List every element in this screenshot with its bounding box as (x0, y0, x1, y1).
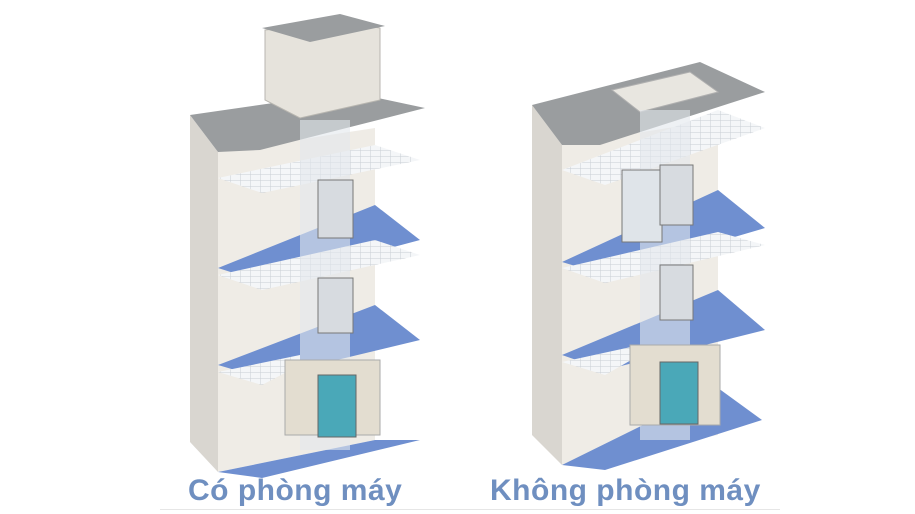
elevator-door (659, 164, 694, 226)
left-side-wall (532, 105, 562, 465)
elevator-door (317, 277, 354, 334)
elevator-cabin (659, 361, 699, 425)
elevator-cabin-glass (621, 169, 663, 243)
ceiling-grid (562, 345, 640, 375)
machine-room-roof (262, 14, 385, 42)
label-with-machine-room: Có phòng máy (188, 474, 403, 507)
divider (160, 509, 780, 510)
ceiling-grid (218, 355, 300, 385)
ground-slab (218, 440, 420, 478)
label-machine-room-less: Không phòng máy (490, 474, 761, 507)
left-side-wall (190, 115, 218, 472)
building-with-machine-room (190, 14, 425, 478)
building-machine-room-less (532, 62, 765, 470)
elevator-door (659, 264, 694, 321)
elevator-cabin (317, 374, 357, 438)
shaft-opening (610, 71, 720, 113)
elevator-door (317, 179, 354, 239)
